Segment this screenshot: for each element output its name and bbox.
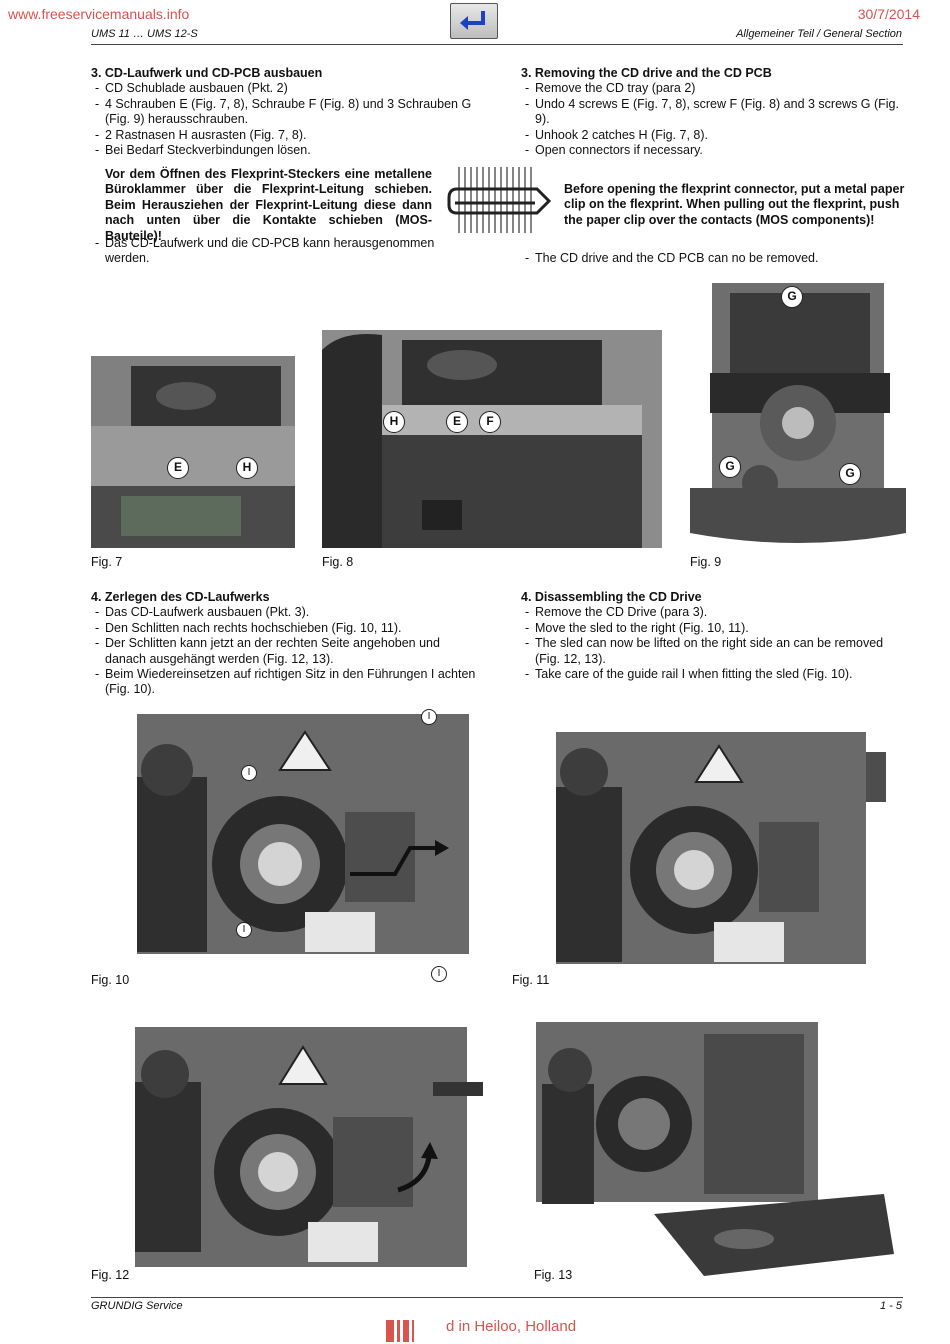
list-item: Bei Bedarf Steckverbindungen lösen. — [91, 143, 476, 159]
list-item: 4 Schrauben E (Fig. 7, 8), Schraube F (F… — [91, 97, 476, 128]
section-header: Allgemeiner Teil / General Section — [736, 28, 902, 40]
list-item: Open connectors if necessary. — [521, 143, 906, 159]
warning-en: Before opening the flexprint connector, … — [564, 182, 905, 227]
figure-11-photo — [554, 722, 888, 984]
list-item: CD Schublade ausbauen (Pkt. 2) — [91, 81, 476, 97]
label-i: I — [431, 966, 447, 982]
list-item: The CD drive and the CD PCB can no be re… — [521, 251, 906, 267]
model-header: UMS 11 … UMS 12-S — [91, 28, 198, 40]
list-item: Beim Wiedereinsetzen auf richtigen Sitz … — [91, 667, 476, 698]
label-e: E — [167, 457, 189, 479]
list-item: Das CD-Laufwerk ausbauen (Pkt. 3). — [91, 605, 476, 621]
section3-en-title: 3. Removing the CD drive and the CD PCB — [521, 66, 772, 80]
list-item: Das CD-Laufwerk und die CD-PCB kann hera… — [91, 236, 476, 267]
figure-11-caption: Fig. 11 — [512, 973, 550, 987]
footer-rule — [91, 1297, 903, 1298]
figure-8-photo: H E F — [322, 330, 662, 548]
list-item: Undo 4 screws E (Fig. 7, 8), screw F (Fi… — [521, 97, 906, 128]
source-link[interactable]: www.freeservicemanuals.info — [8, 6, 190, 22]
list-item: Remove the CD tray (para 2) — [521, 81, 906, 97]
page-number: 1 - 5 — [879, 1300, 902, 1312]
label-g: G — [781, 286, 803, 308]
section3-de: 3. CD-Laufwerk und CD-PCB ausbauen CD Sc… — [91, 66, 476, 159]
figure-12-photo — [133, 1022, 488, 1272]
footer-brand: GRUNDIG Service — [91, 1300, 183, 1312]
section3-de-title: 3. CD-Laufwerk und CD-PCB ausbauen — [91, 66, 323, 80]
figure-9-caption: Fig. 9 — [690, 555, 722, 569]
figure-12-caption: Fig. 12 — [91, 1268, 130, 1282]
figure-10-photo: I I I I — [135, 709, 475, 984]
section3-en-after: The CD drive and the CD PCB can no be re… — [521, 251, 906, 267]
figure-9-photo: G G G — [690, 283, 906, 548]
label-h: H — [383, 411, 405, 433]
figure-7-caption: Fig. 7 — [91, 555, 123, 569]
back-button[interactable] — [450, 3, 498, 39]
label-i: I — [421, 709, 437, 725]
section4-de: 4. Zerlegen des CD-Laufwerks Das CD-Lauf… — [91, 590, 476, 698]
warning-de: Vor dem Öffnen des Flexprint-Steckers ei… — [105, 167, 432, 243]
header-rule — [91, 44, 903, 45]
label-g: G — [839, 463, 861, 485]
figure-13-caption: Fig. 13 — [534, 1268, 573, 1282]
section3-en: 3. Removing the CD drive and the CD PCB … — [521, 66, 906, 159]
list-item: Der Schlitten kann jetzt an der rechten … — [91, 636, 476, 667]
section4-en-title: 4. Disassembling the CD Drive — [521, 590, 702, 604]
list-item: The sled can now be lifted on the right … — [521, 636, 906, 667]
list-item: 2 Rastnasen H ausrasten (Fig. 7, 8). — [91, 128, 476, 144]
bottom-logo-bars — [386, 1320, 442, 1342]
label-i: I — [241, 765, 257, 781]
label-i: I — [236, 922, 252, 938]
figure-10-caption: Fig. 10 — [91, 973, 130, 987]
list-item: Den Schlitten nach rechts hochschieben (… — [91, 621, 476, 637]
label-h: H — [236, 457, 258, 479]
list-item: Unhook 2 catches H (Fig. 7, 8). — [521, 128, 906, 144]
label-f: F — [479, 411, 501, 433]
section3-de-after: Das CD-Laufwerk und die CD-PCB kann hera… — [91, 236, 476, 267]
back-arrow-icon — [460, 11, 485, 30]
list-item: Remove the CD Drive (para 3). — [521, 605, 906, 621]
paper-clip-illustration — [447, 167, 552, 233]
label-e: E — [446, 411, 468, 433]
section4-de-title: 4. Zerlegen des CD-Laufwerks — [91, 590, 270, 604]
bottom-overlay-text: d in Heiloo, Holland — [446, 1318, 577, 1335]
label-g: G — [719, 456, 741, 478]
figure-8-caption: Fig. 8 — [322, 555, 354, 569]
date: 30/7/2014 — [857, 6, 920, 22]
section4-en: 4. Disassembling the CD Drive Remove the… — [521, 590, 906, 683]
figure-7-photo: E H — [91, 356, 295, 548]
list-item: Take care of the guide rail I when fitti… — [521, 667, 906, 683]
list-item: Move the sled to the right (Fig. 10, 11)… — [521, 621, 906, 637]
figure-13-photo — [534, 1014, 906, 1279]
